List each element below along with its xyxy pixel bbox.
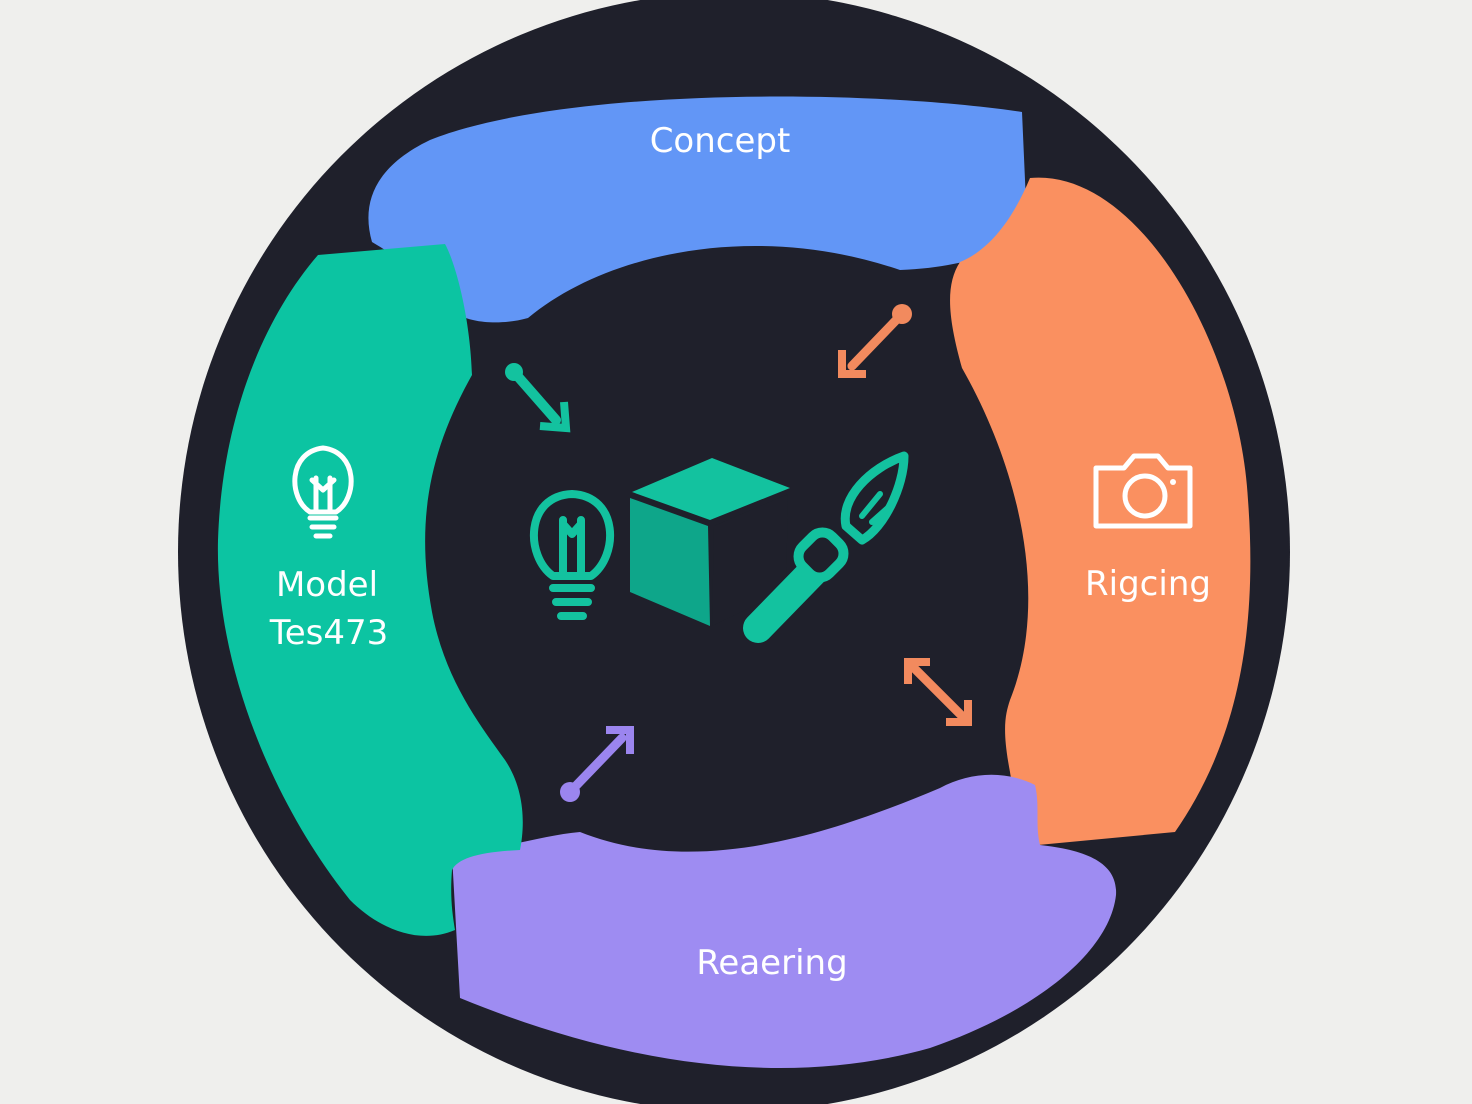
segment-rendering: Reaering <box>452 774 1117 1069</box>
segment-rigging-shape <box>950 177 1251 845</box>
segment-concept-shape <box>368 96 1028 323</box>
center-paintbrush-icon <box>743 451 909 643</box>
camera-icon <box>1093 453 1193 529</box>
segment-model-shape <box>217 244 523 936</box>
segment-concept-label: Concept <box>650 121 791 161</box>
segment-concept: Concept <box>368 96 1028 323</box>
segment-model-label-line2: Tes473 <box>269 613 389 653</box>
arrow-rendering-to-center <box>560 726 634 802</box>
center-cube-icon <box>630 458 790 626</box>
center-lightbulb-icon <box>529 490 615 620</box>
arrow-concept-to-center <box>838 304 912 378</box>
segment-model: Model Tes473 <box>217 244 523 936</box>
arrow-model-to-center <box>505 363 571 433</box>
segment-model-label-line1: Model <box>276 565 378 605</box>
segment-rendering-label: Reaering <box>696 943 847 983</box>
segment-rigging-label: Rigcing <box>1085 564 1211 604</box>
arrow-center-rigging-bidirectional <box>904 658 972 726</box>
segment-rigging: Rigcing <box>950 177 1251 845</box>
lightbulb-icon <box>292 445 354 539</box>
segment-rendering-shape <box>452 774 1117 1069</box>
